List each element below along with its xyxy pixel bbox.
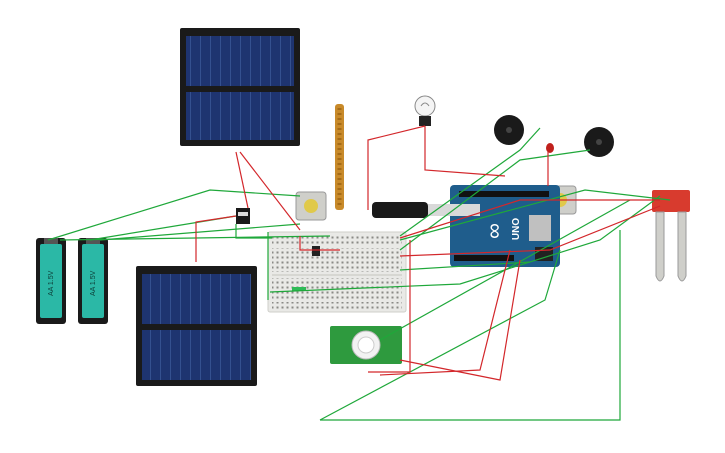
solar-panel-top[interactable] bbox=[180, 28, 300, 146]
battery-1[interactable]: AA 1.5V bbox=[36, 238, 66, 324]
arduino-uno[interactable]: ∞ UNO bbox=[450, 185, 560, 267]
red-led[interactable] bbox=[546, 143, 554, 153]
breadboard-led-green bbox=[292, 287, 306, 291]
arduino-model: UNO bbox=[511, 218, 522, 240]
battery-2[interactable]: AA 1.5V bbox=[78, 238, 108, 324]
usb-cable bbox=[372, 202, 480, 218]
dc-motor-left[interactable] bbox=[295, 191, 327, 221]
arduino-logo: ∞ bbox=[481, 223, 506, 239]
light-bulb[interactable] bbox=[414, 95, 436, 126]
breadboard[interactable] bbox=[267, 231, 407, 313]
battery-2-label: AA 1.5V bbox=[90, 270, 97, 296]
breadboard-ic bbox=[312, 246, 320, 256]
piezo-buzzer-2[interactable] bbox=[584, 127, 614, 157]
battery-1-label: AA 1.5V bbox=[48, 270, 55, 296]
piezo-buzzer-1[interactable] bbox=[494, 115, 524, 145]
soil-moisture-sensor[interactable] bbox=[652, 190, 690, 282]
voltage-regulator[interactable] bbox=[236, 208, 250, 224]
wires-red bbox=[195, 125, 661, 381]
flex-sensor[interactable] bbox=[335, 104, 344, 210]
solar-panel-bottom[interactable] bbox=[136, 266, 257, 386]
pir-sensor[interactable] bbox=[330, 326, 402, 364]
